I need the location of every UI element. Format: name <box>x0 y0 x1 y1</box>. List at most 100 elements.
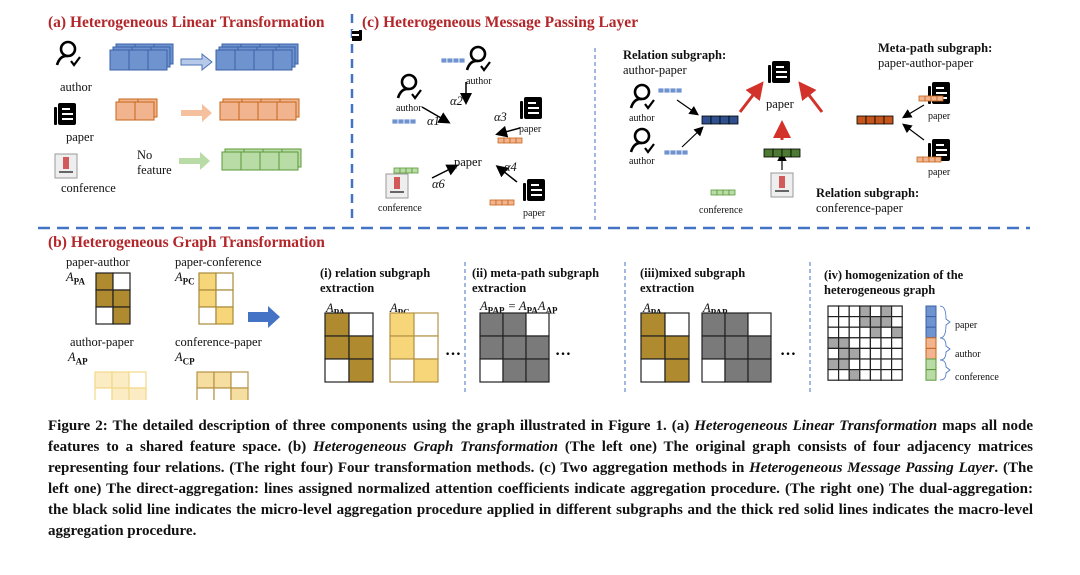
relation-cp-subtitle: conference-paper <box>816 201 903 215</box>
matrix-cell <box>890 305 903 318</box>
matrix-cell <box>128 387 147 400</box>
caption-part3: . (The left one) The direct-aggregation:… <box>48 460 1033 539</box>
matrix-apa <box>95 272 131 325</box>
feature-cell <box>253 49 274 71</box>
matrix-cell <box>502 358 527 383</box>
paper-right-2-label: paper <box>928 167 951 178</box>
matrix-cell <box>413 312 439 337</box>
legend-brace <box>939 337 951 361</box>
matrix-acp <box>196 371 249 400</box>
relation-pa-name: paper-author <box>66 255 130 269</box>
method-iii-line1: (iii)mixed subgraph <box>640 266 746 280</box>
matrix-cell <box>112 289 131 308</box>
feature-bar-cell <box>701 115 712 125</box>
matrix-cell <box>724 312 749 337</box>
matrix-cell <box>95 272 114 291</box>
feature-cell <box>278 151 299 171</box>
matrix-cell <box>525 335 550 360</box>
conference-node-icon <box>385 173 409 199</box>
matrix-cell <box>880 347 893 360</box>
matrix-cell <box>827 305 840 318</box>
matrix-cell <box>880 358 893 371</box>
edge-alpha4 <box>495 165 518 183</box>
matrix-cell <box>848 368 861 381</box>
matrix-cell <box>94 371 113 389</box>
paper-node-3-label: paper <box>519 124 542 135</box>
feature-cell <box>147 49 168 71</box>
matrix-cell <box>324 358 350 383</box>
legend-swatch <box>925 326 937 339</box>
matrix-cell <box>869 347 882 360</box>
conference-feature-stack-output <box>221 148 302 171</box>
matrix-cell <box>837 347 850 360</box>
matrix-cell <box>747 335 772 360</box>
method-i-line1: (i) relation subgraph <box>320 266 431 280</box>
matrix-cell <box>724 358 749 383</box>
matrix-cell <box>502 312 527 337</box>
feature-cell <box>272 49 293 71</box>
feature-cell <box>238 101 259 121</box>
coef-alpha3: α3 <box>494 110 507 124</box>
matrix-cell <box>827 326 840 339</box>
matrix-cell <box>348 358 374 383</box>
method-ii-line1: (ii) meta-path subgraph <box>472 266 600 280</box>
feature-bar-cell <box>790 148 801 158</box>
paper-node-3-icon <box>520 97 542 119</box>
conference-label: conference <box>61 181 116 195</box>
feature-cell <box>276 101 297 121</box>
matrix-cell <box>827 337 840 350</box>
caption-hlt: Heterogeneous Linear Transformation <box>694 418 938 434</box>
matrix-cell <box>837 315 850 328</box>
matrix-cell <box>196 387 215 400</box>
matrix-cell <box>848 315 861 328</box>
matrix-cell <box>880 368 893 381</box>
matrix-cell <box>890 326 903 339</box>
feature-bar-cell <box>719 115 730 125</box>
matrix-aap <box>94 371 147 400</box>
metapath-subtitle: paper-author-paper <box>878 56 974 70</box>
matrix-cell <box>837 337 850 350</box>
relation-ap-title: Relation subgraph: <box>623 48 727 62</box>
panel-a-title: (a) Heterogeneous Linear Transformation <box>48 14 325 31</box>
matrix-cell <box>827 358 840 371</box>
panel-a-graphic <box>54 40 302 179</box>
no-feature-line2: feature <box>137 163 172 177</box>
matrix-label-apc: APC <box>175 270 195 287</box>
feature-bar-cell <box>501 199 509 206</box>
matrix-cell <box>525 358 550 383</box>
feature-bar-cell <box>657 87 665 94</box>
conference-right-icon <box>770 172 794 198</box>
matrix-cell <box>94 387 113 400</box>
edge-paper1-agg <box>901 104 925 119</box>
macro-edge-pap <box>798 81 824 113</box>
author-right-1-icon <box>629 83 656 110</box>
feature-cell <box>221 151 242 171</box>
legend-swatch <box>925 369 937 381</box>
legend-brace <box>939 305 951 339</box>
feature-cell <box>128 49 149 71</box>
matrix-cell <box>869 315 882 328</box>
matrix-cell <box>837 326 850 339</box>
feature-bar-cell <box>399 167 407 174</box>
matrix-cell <box>859 358 871 371</box>
matrix-cell <box>215 306 234 325</box>
feature-bar-cell <box>509 137 517 144</box>
relation-pc-name: paper-conference <box>175 255 262 269</box>
edge-alpha6 <box>431 164 459 179</box>
method-ii-matrix-apap <box>479 312 550 383</box>
method-i-line2: extraction <box>320 281 375 295</box>
paper-icon <box>54 103 76 125</box>
matrix-apc <box>198 272 234 325</box>
legend-paper: paper <box>955 320 978 331</box>
method-iv-line1: (iv) homogenization of the <box>824 268 964 282</box>
matrix-cell <box>890 315 903 328</box>
author-node-1-label: author <box>396 103 422 114</box>
matrix-cell <box>213 387 232 400</box>
author-feature-stack-output <box>215 43 299 71</box>
matrix-cell <box>640 335 666 360</box>
feature-bar-cell <box>924 95 932 102</box>
feature-bar-cell <box>446 57 454 64</box>
method-iii-line2: extraction <box>640 281 695 295</box>
